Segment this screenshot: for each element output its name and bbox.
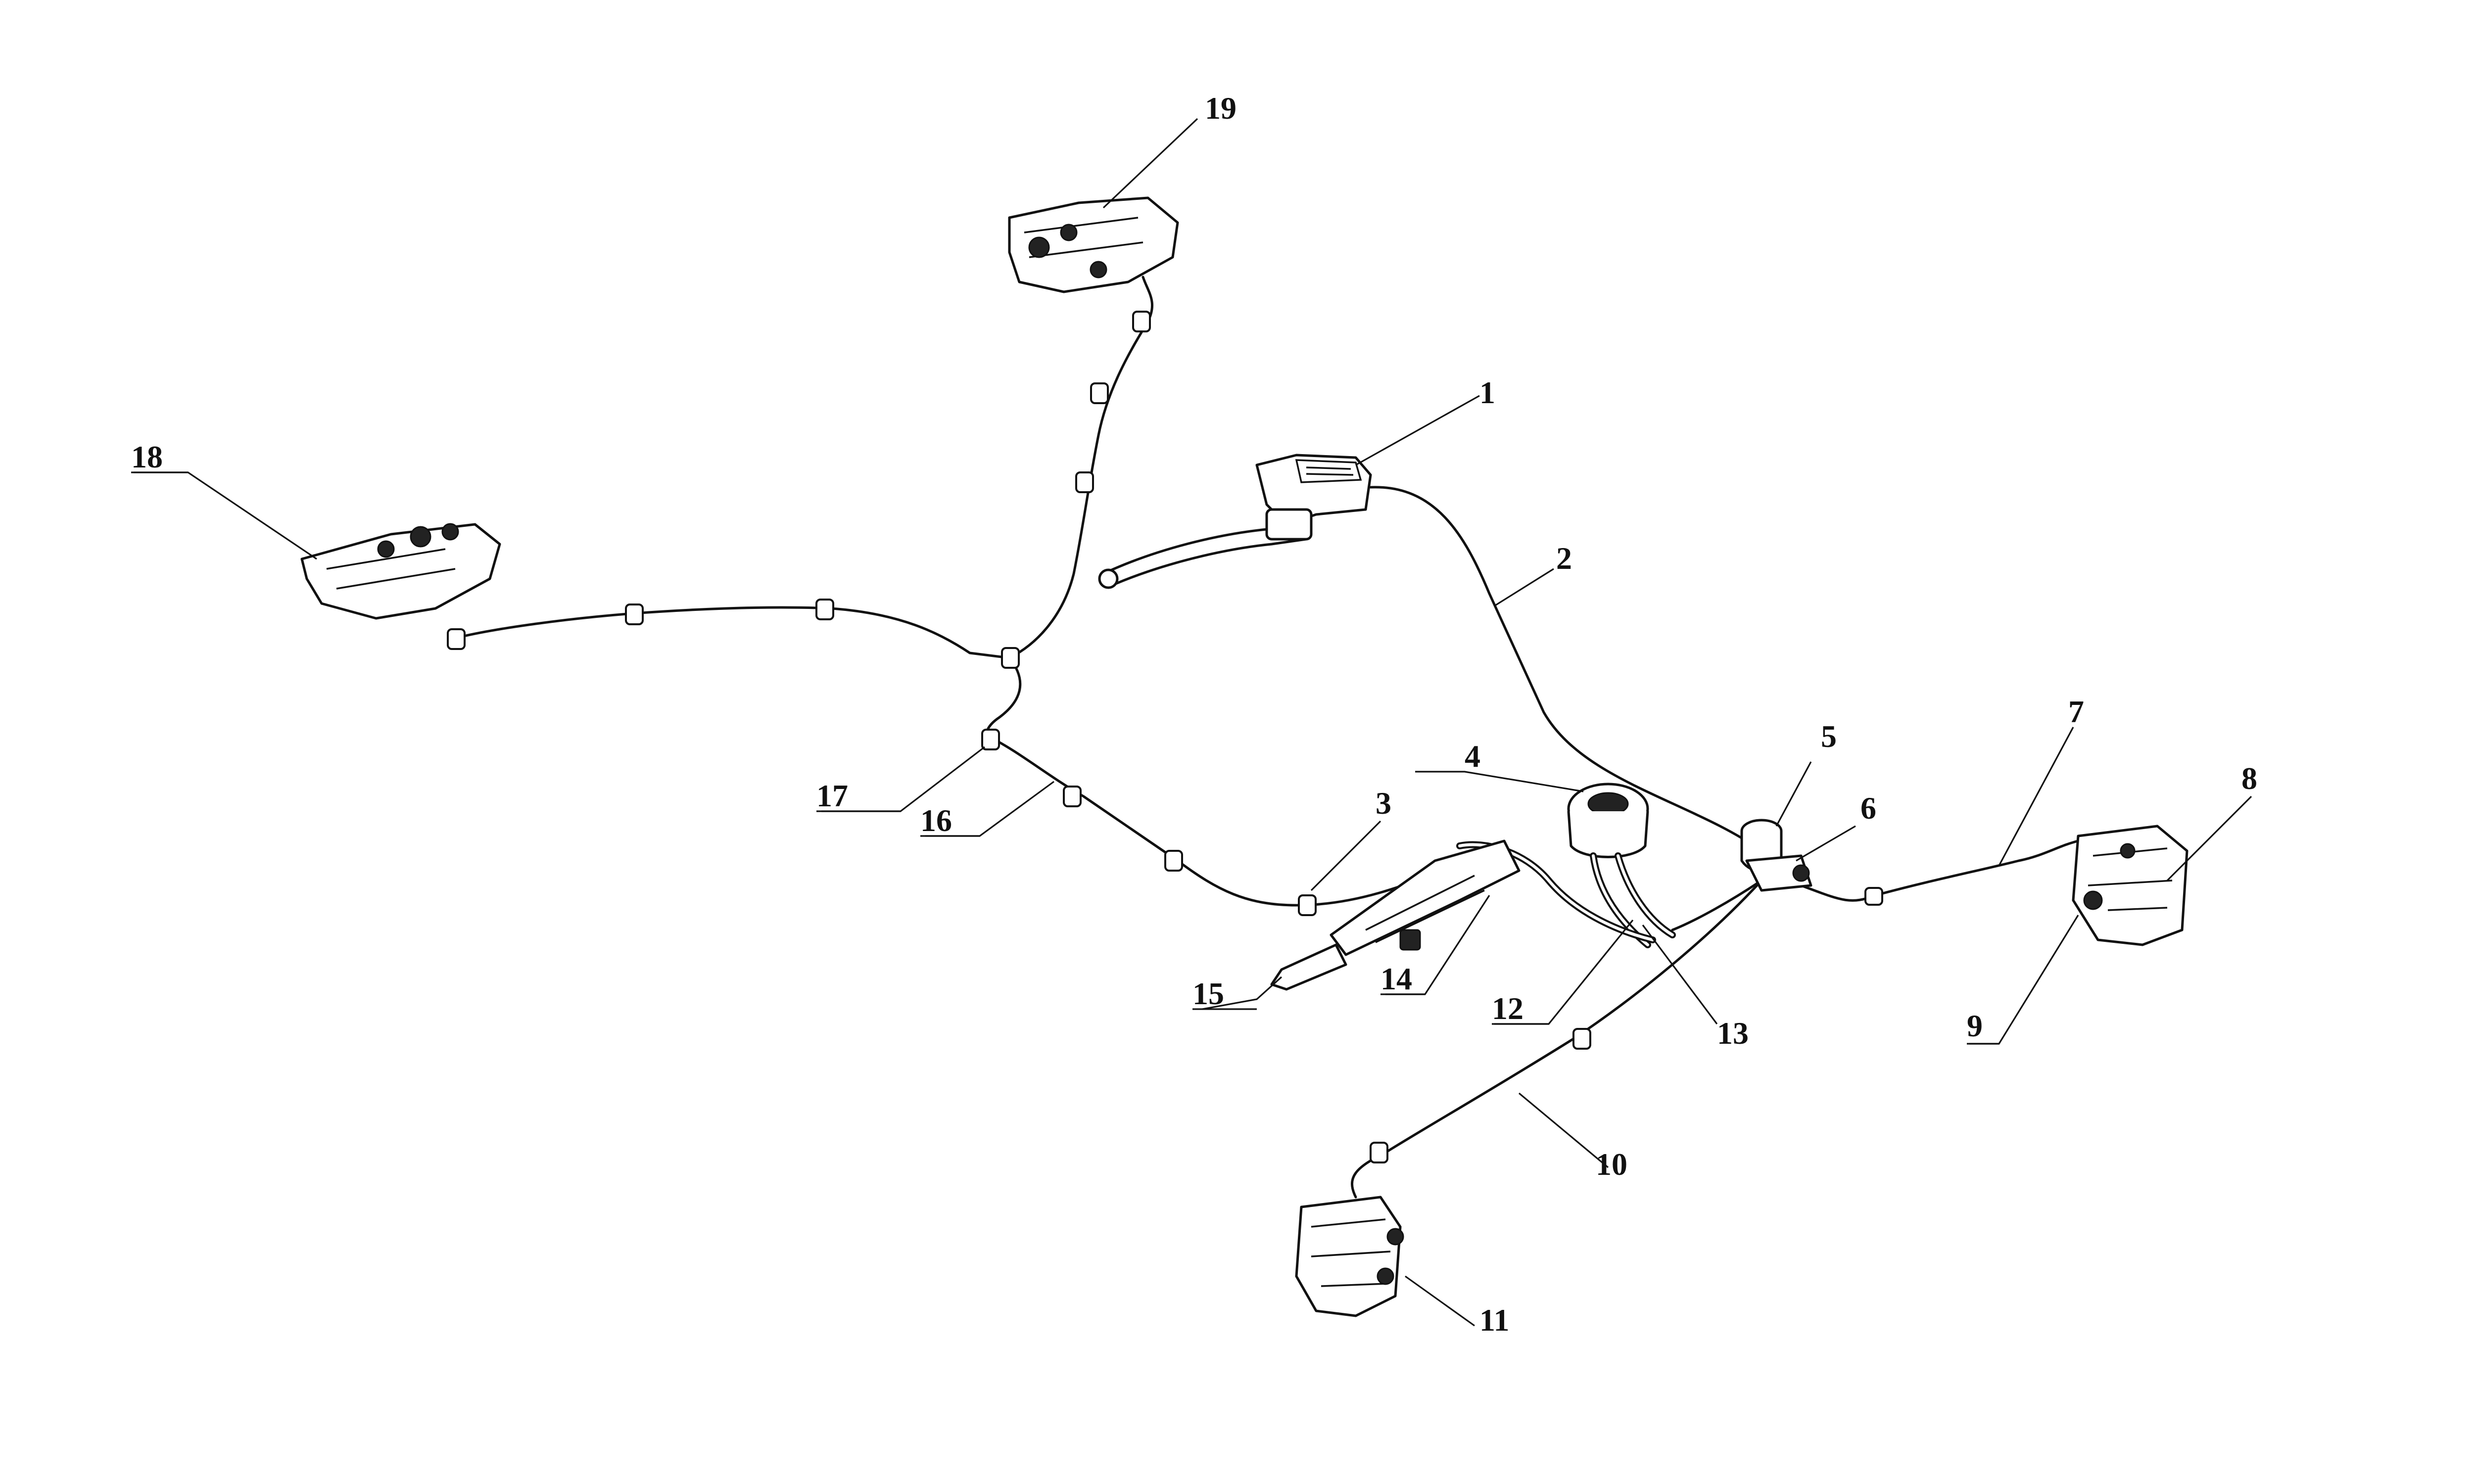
leader-8 bbox=[2166, 795, 2252, 881]
pipe-clip bbox=[1090, 382, 1109, 404]
front-caliper bbox=[1295, 1196, 1404, 1317]
brake-pipe-junction bbox=[1671, 879, 1763, 931]
pipe-clip bbox=[981, 729, 1000, 750]
junction-valve bbox=[1740, 819, 1812, 892]
pipe-clip bbox=[1572, 1028, 1591, 1050]
pipe-clip bbox=[1298, 894, 1317, 916]
leader-lines bbox=[134, 118, 2252, 1327]
pushrod-15 bbox=[1270, 943, 1347, 991]
callout-11: 11 bbox=[1479, 1302, 1509, 1338]
brake-pipes bbox=[454, 276, 2080, 1199]
leader-1 bbox=[1355, 395, 1480, 466]
lever-knob bbox=[1098, 568, 1119, 589]
callout-3: 3 bbox=[1376, 786, 1391, 821]
reservoir-cap bbox=[1295, 459, 1362, 483]
brake-pipe-18 bbox=[454, 606, 1011, 659]
callout-14: 14 bbox=[1380, 961, 1412, 996]
caliper-18 bbox=[300, 523, 501, 620]
caliper-bolt bbox=[441, 523, 459, 541]
mount-bolt bbox=[1399, 929, 1421, 951]
callout-7: 7 bbox=[2068, 694, 2084, 729]
caliper-18-detail bbox=[326, 548, 456, 590]
callout-labels: 1 2 3 4 5 6 7 8 9 10 11 12 13 14 15 16 1… bbox=[131, 91, 2257, 1338]
pipe-clip bbox=[1370, 1142, 1388, 1163]
rear-master-cylinder bbox=[1270, 839, 1521, 991]
reservoir-hose-2-inner bbox=[1617, 854, 1674, 936]
reservoir-ribs bbox=[1306, 466, 1354, 476]
caliper-19 bbox=[1008, 196, 1179, 293]
rear-top-caliper bbox=[1008, 196, 1179, 293]
pipe-clip bbox=[447, 628, 466, 650]
pipe-clip bbox=[1864, 887, 1883, 906]
lever-clamp bbox=[1265, 508, 1313, 541]
brake-pipe-19 bbox=[1008, 276, 1153, 659]
leader-3 bbox=[1310, 820, 1381, 891]
caliper-bolt bbox=[377, 540, 395, 558]
rear-left-caliper bbox=[300, 523, 501, 620]
caliper-11-detail bbox=[1311, 1218, 1391, 1287]
leader-6 bbox=[1796, 825, 1856, 862]
master-cylinder-14 bbox=[1330, 839, 1521, 956]
leader-13 bbox=[1642, 925, 1718, 1024]
leader-15 bbox=[1202, 976, 1283, 1010]
callout-12: 12 bbox=[1492, 991, 1523, 1026]
leader-4 bbox=[1415, 771, 1584, 792]
callout-underlines bbox=[131, 471, 1999, 1045]
pipe-clip bbox=[1132, 311, 1151, 332]
reservoir-body bbox=[1567, 811, 1649, 858]
leader-7 bbox=[1998, 727, 2074, 866]
caliper-bolt bbox=[410, 526, 431, 548]
cylinder-detail bbox=[1365, 875, 1485, 943]
caliper-bolt bbox=[1028, 236, 1050, 258]
pipe-clips bbox=[447, 311, 1883, 1163]
brake-pipe-7 bbox=[1800, 839, 2080, 902]
callout-17: 17 bbox=[816, 778, 848, 813]
leader-19 bbox=[1102, 118, 1198, 209]
callout-4: 4 bbox=[1465, 739, 1480, 774]
callout-19: 19 bbox=[1205, 91, 1237, 126]
callout-16: 16 bbox=[920, 803, 952, 838]
leader-9 bbox=[1969, 915, 2079, 1045]
leader-2 bbox=[1494, 568, 1554, 607]
fluid-reservoir bbox=[1567, 783, 1676, 948]
caliper-bolt bbox=[1386, 1228, 1404, 1246]
caliper-bolt bbox=[1377, 1267, 1394, 1285]
callout-1: 1 bbox=[1479, 375, 1495, 410]
right-caliper bbox=[2072, 825, 2189, 946]
valve-fitting bbox=[1792, 864, 1810, 882]
callout-13: 13 bbox=[1717, 1016, 1749, 1051]
pipe-clip bbox=[1001, 647, 1020, 669]
callout-15: 15 bbox=[1192, 976, 1224, 1011]
callout-10: 10 bbox=[1596, 1147, 1627, 1182]
leader-5 bbox=[1775, 761, 1812, 827]
callout-9: 9 bbox=[1967, 1008, 1983, 1043]
callout-5: 5 bbox=[1821, 719, 1837, 754]
callout-2: 2 bbox=[1556, 541, 1572, 576]
caliper-bolt bbox=[2120, 843, 2136, 859]
leader-18 bbox=[134, 471, 317, 560]
callout-8: 8 bbox=[2241, 761, 2257, 796]
callout-18: 18 bbox=[131, 439, 163, 474]
leader-10 bbox=[1518, 1092, 1609, 1168]
pipe-clip bbox=[1063, 786, 1082, 807]
pipe-clip bbox=[815, 599, 834, 620]
pipe-clip bbox=[625, 603, 644, 625]
pipe-clip bbox=[1075, 471, 1094, 493]
caliper-bolt bbox=[1090, 261, 1107, 278]
callout-6: 6 bbox=[1860, 790, 1876, 826]
caliper-bolt bbox=[2083, 890, 2103, 910]
brake-pipe-16 bbox=[988, 736, 1456, 907]
valve-block bbox=[1745, 854, 1812, 892]
leader-11 bbox=[1405, 1275, 1475, 1327]
brake-lever-assembly bbox=[1098, 454, 1372, 589]
brake-pipe-2 bbox=[1369, 486, 1763, 852]
brake-pipe-10 bbox=[1351, 879, 1763, 1199]
caliper-19-detail bbox=[1024, 217, 1143, 258]
brake-pipe-17 bbox=[985, 656, 1022, 739]
pipe-clip bbox=[1164, 850, 1183, 872]
caliper-bolt bbox=[1060, 224, 1078, 241]
